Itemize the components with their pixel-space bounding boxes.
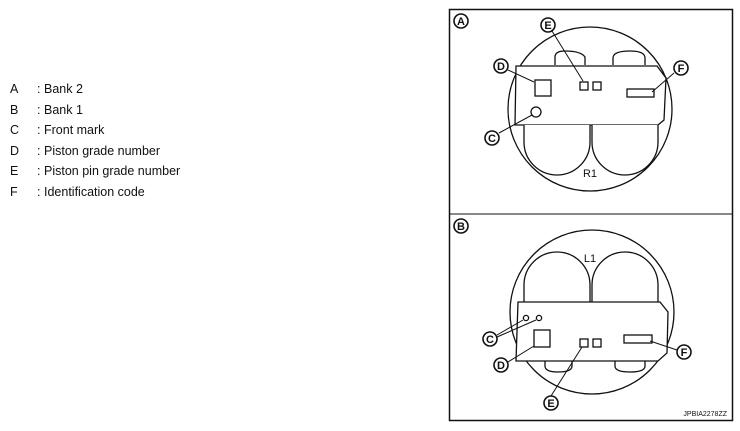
callout-f-top-circle <box>673 60 689 76</box>
leader-f-top <box>651 72 675 93</box>
callout-c-top-circle <box>484 130 500 146</box>
legend-key: F <box>10 184 18 199</box>
stamp-top: R1 <box>583 168 597 180</box>
callout-c-top: C <box>488 133 496 145</box>
callout-f-top: F <box>678 63 685 75</box>
panel-label-circle-top <box>453 13 469 29</box>
valve-recess-top-right <box>612 50 646 65</box>
front-mark-1-bottom <box>522 314 530 322</box>
front-mark-top <box>530 106 542 118</box>
callout-d-bottom: D <box>497 360 505 372</box>
identification-code-mark-top <box>626 88 655 98</box>
piston-grade-mark-top <box>534 79 552 97</box>
identification-code-mark-bottom <box>623 334 653 344</box>
legend-key: E <box>10 164 19 178</box>
legend-separator: : <box>37 102 41 117</box>
legend-text: Bank 1 <box>44 102 83 117</box>
panel-label-top: A <box>457 16 465 28</box>
piston-bowl-right-bottom <box>591 251 659 302</box>
callout-d-top: D <box>497 61 505 73</box>
diagram-frame <box>448 8 734 422</box>
piston-crown-bottom <box>509 229 675 395</box>
piston-pad-top <box>514 65 667 126</box>
figure-code: JPBIA2278ZZ <box>683 411 727 418</box>
piston-pad-bottom <box>515 301 669 362</box>
leader-e-bottom <box>550 346 583 397</box>
legend-separator: : <box>37 164 41 178</box>
stamp-bottom: L1 <box>584 253 596 265</box>
pin-grade-mark-1-top <box>579 81 589 91</box>
callout-f-bottom: F <box>681 347 688 359</box>
panel-label-circle-bottom <box>453 218 469 234</box>
legend-key: B <box>10 102 19 117</box>
legend-separator: : <box>37 82 41 96</box>
piston-bowl-left-bottom <box>523 251 591 302</box>
valve-recess-bottom-right <box>614 361 646 373</box>
legend-key: A <box>10 82 19 96</box>
callout-d-bottom-circle <box>493 357 509 373</box>
front-mark-2-bottom <box>535 314 543 322</box>
legend-text: Bank 2 <box>44 82 83 96</box>
legend-text: Identification code <box>44 184 145 199</box>
leader-c-top <box>498 114 533 134</box>
callout-c-bottom: C <box>486 334 494 346</box>
callout-e-bottom: E <box>547 398 554 410</box>
legend-text: Piston grade number <box>44 143 161 158</box>
piston-bowl-right-top <box>591 125 659 176</box>
callout-e-bottom-circle <box>543 395 559 411</box>
legend-text: Piston pin grade number <box>44 164 181 178</box>
legend-separator: : <box>37 143 41 158</box>
pin-grade-mark-2-top <box>592 81 602 91</box>
panel-top: A E D F C R1 <box>453 13 689 192</box>
callout-f-bottom-circle <box>676 344 692 360</box>
piston-bowl-left-top <box>523 125 591 176</box>
leader-d-top <box>507 69 535 83</box>
legend-key: C <box>10 123 20 137</box>
callout-d-top-circle <box>493 58 509 74</box>
valve-recess-top-left <box>554 50 586 65</box>
leader-c1-bottom <box>496 319 524 336</box>
legend-key: D <box>10 143 20 158</box>
piston-grade-mark-bottom <box>533 329 551 348</box>
panel-bottom: B C D E F L1 <box>453 218 692 411</box>
pin-grade-mark-2-bottom <box>592 338 602 348</box>
callout-c-bottom-circle <box>482 331 498 347</box>
leader-d-bottom <box>507 345 535 363</box>
valve-recess-bottom-left <box>544 361 573 373</box>
piston-crown-top <box>507 26 673 192</box>
callout-e-top-circle <box>540 17 556 33</box>
panel-label-bottom: B <box>457 221 465 233</box>
legend-separator: : <box>37 123 41 137</box>
legend-text: Front mark <box>44 123 105 137</box>
legend-separator: : <box>37 184 41 199</box>
leader-c2-bottom <box>496 319 537 338</box>
leader-f-bottom <box>649 340 678 351</box>
leader-e-top <box>551 30 584 82</box>
callout-e-top: E <box>544 20 551 32</box>
pin-grade-mark-1-bottom <box>579 338 589 348</box>
